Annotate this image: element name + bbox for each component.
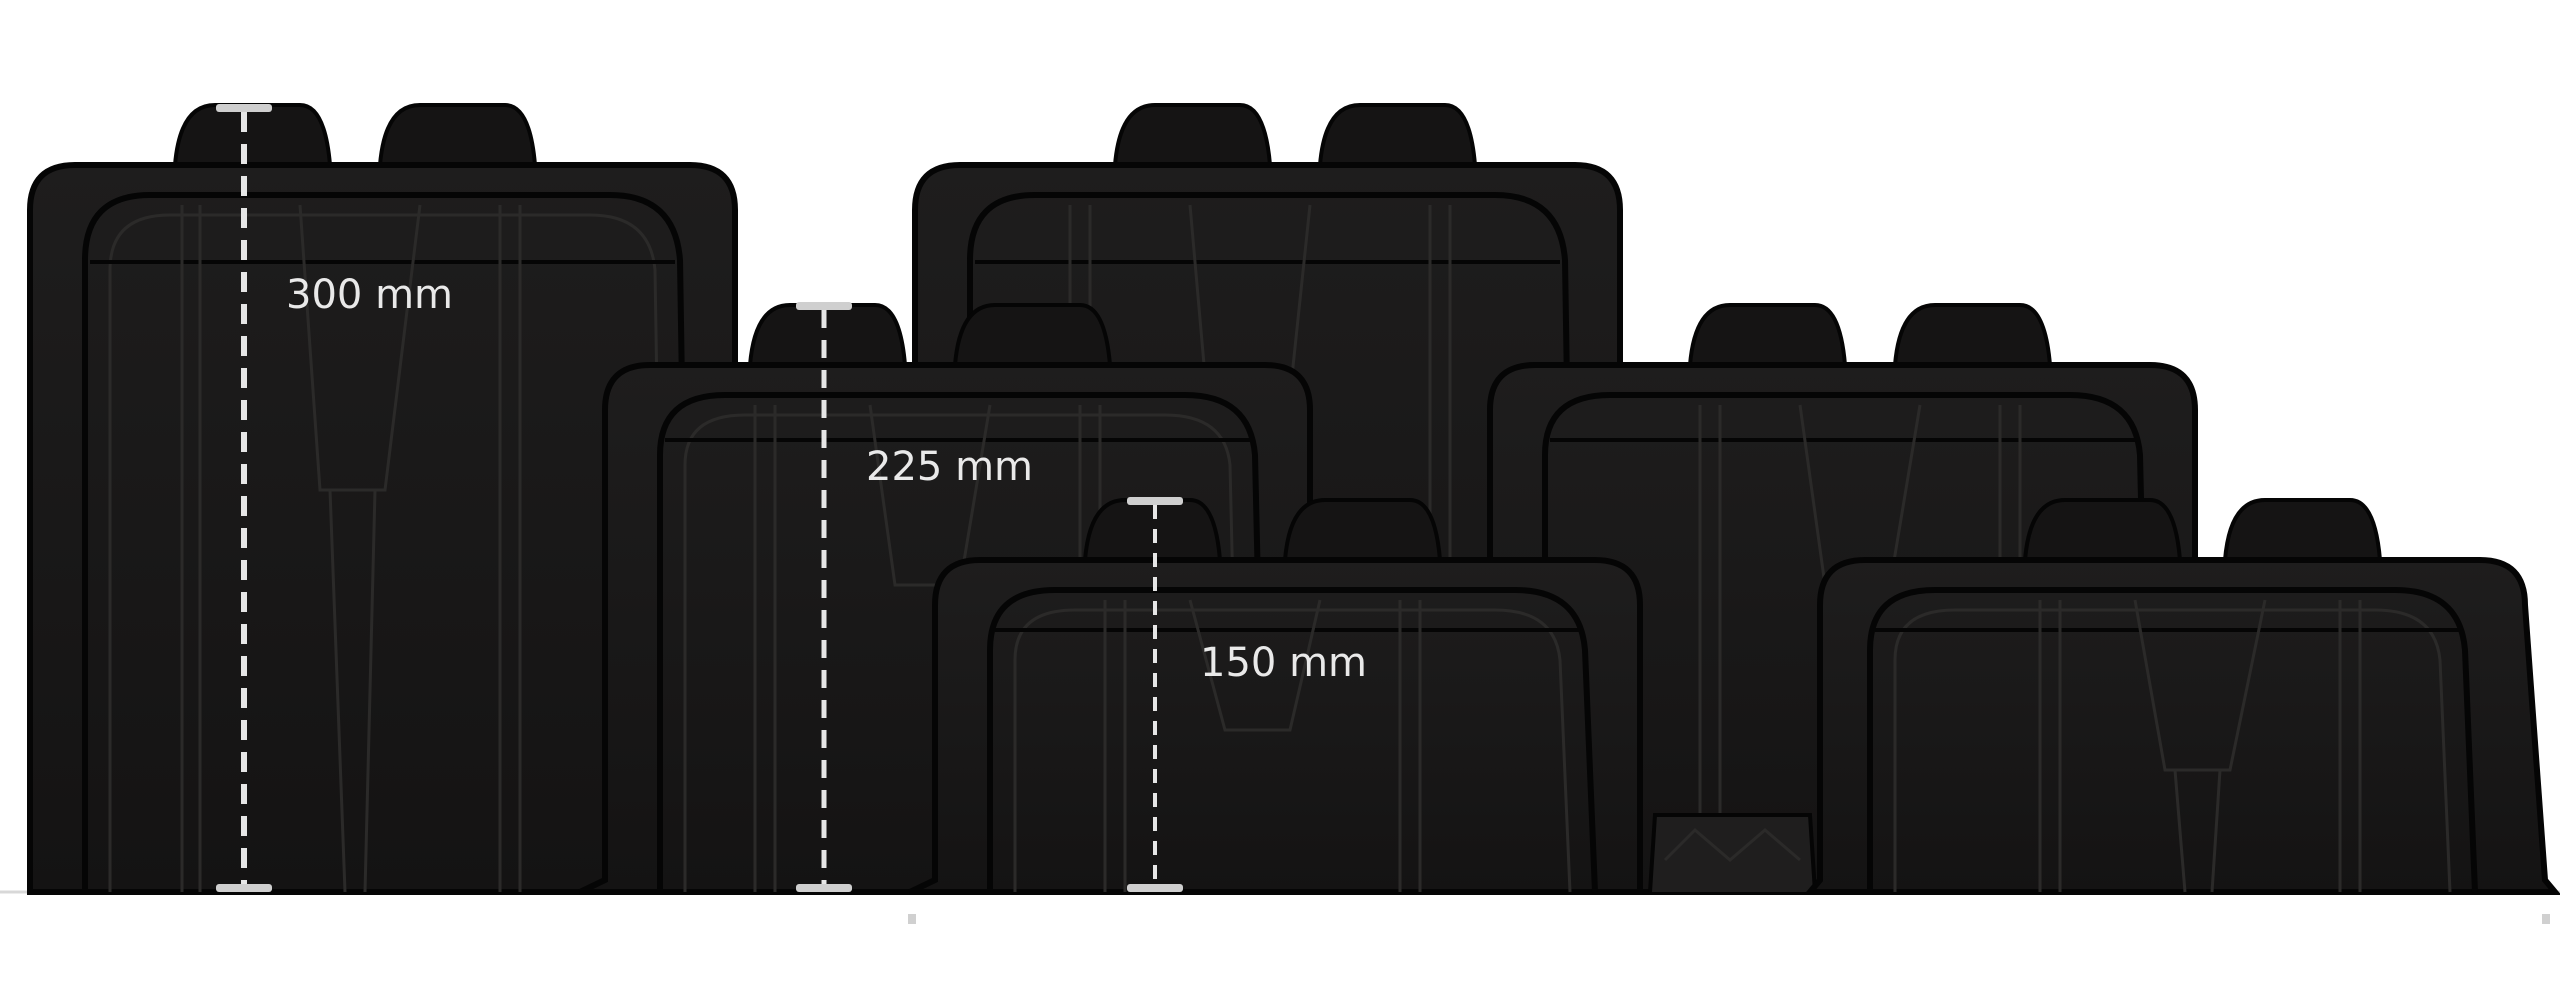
spacer-150-right [1803,498,2560,895]
spacer-150-left [908,498,1643,895]
spacer-300-left [27,103,738,895]
dimension-225-label: 225 mm [866,444,1033,490]
dimension-150-label: 150 mm [1200,640,1367,686]
dimension-300: 300 mm [216,104,453,892]
ground-tick-left [908,914,916,924]
ground-tick-right [2542,914,2550,924]
dimension-150: 150 mm [1127,497,1367,892]
dimension-225: 225 mm [796,302,1033,892]
dimension-300-label: 300 mm [286,272,453,318]
